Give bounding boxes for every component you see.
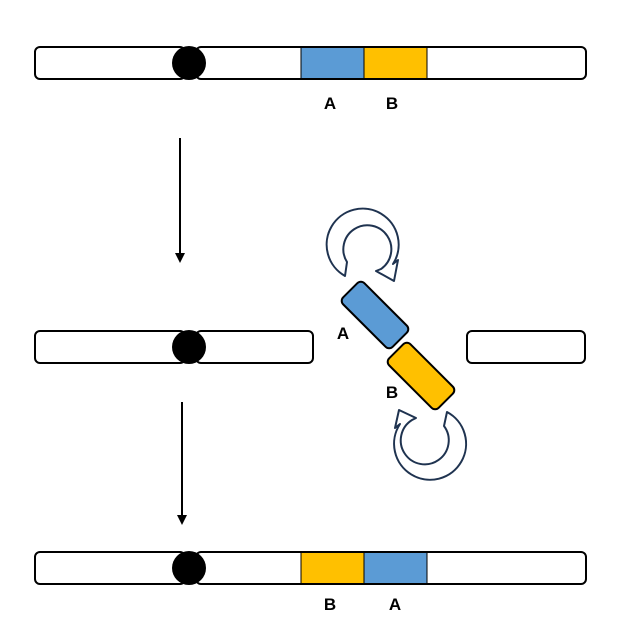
bottom-label-a: A xyxy=(389,595,401,614)
bottom-left-arm xyxy=(34,551,186,585)
rotating-segment: A B xyxy=(337,280,456,411)
top-left-arm xyxy=(34,46,186,80)
bottom-centromere xyxy=(172,551,206,585)
middle-right-arm xyxy=(195,330,314,364)
middle-distal-fragment xyxy=(466,330,586,364)
rotation-arrow-bottom xyxy=(393,409,468,481)
top-segment-a xyxy=(301,48,364,78)
top-centromere xyxy=(172,46,206,80)
top-label-b: B xyxy=(386,94,398,113)
bottom-segment-b xyxy=(301,553,364,583)
middle-segment-b xyxy=(386,341,456,411)
middle-chromosome xyxy=(34,330,586,364)
rotation-arrow-top xyxy=(325,207,400,282)
middle-label-a: A xyxy=(337,324,349,343)
top-chromosome: A B xyxy=(34,46,587,113)
middle-segment-a xyxy=(340,280,410,350)
middle-centromere xyxy=(172,330,206,364)
top-segment-b xyxy=(364,48,427,78)
bottom-chromosome: B A xyxy=(34,551,587,614)
bottom-segment-a xyxy=(364,553,427,583)
bottom-label-b: B xyxy=(324,595,336,614)
middle-left-arm xyxy=(34,330,186,364)
middle-label-b: B xyxy=(386,383,398,402)
top-label-a: A xyxy=(324,94,336,113)
